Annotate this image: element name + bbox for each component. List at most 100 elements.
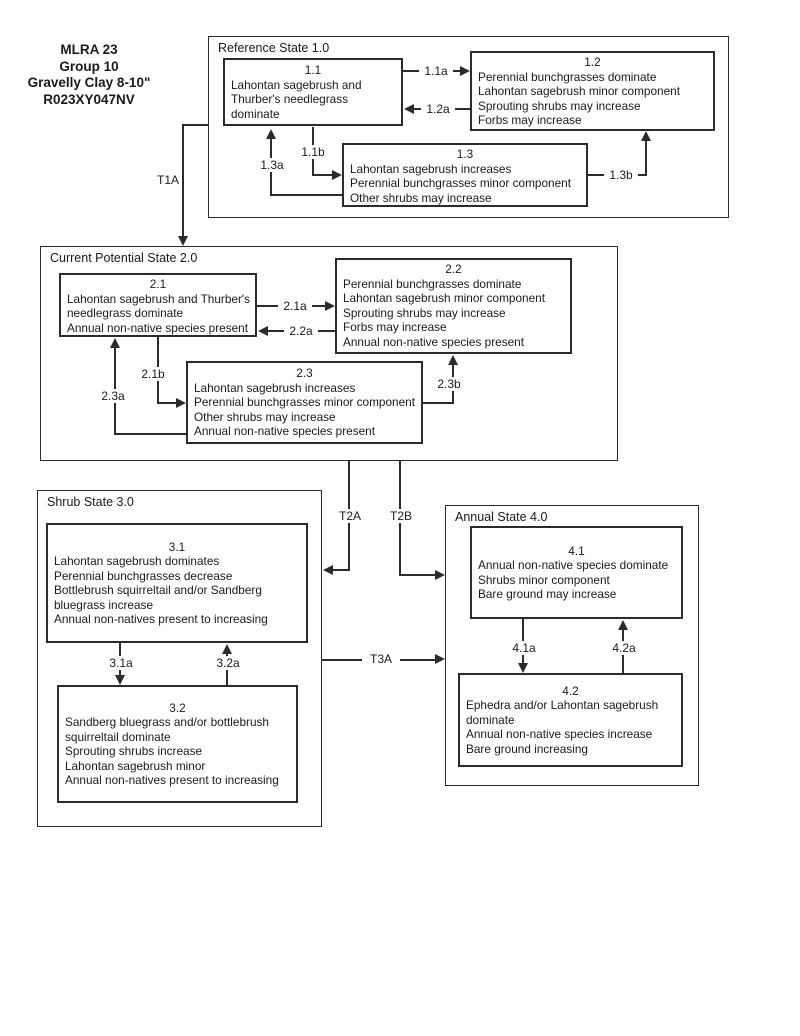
arrowhead-2-3b — [448, 355, 458, 365]
community-line: squirreltail dominate — [65, 729, 171, 744]
pathway-line-2-3a-h — [114, 433, 186, 435]
arrowhead-1-1b — [332, 170, 342, 180]
community-line: Annual non-native species present — [67, 320, 249, 335]
pathway-label-1-1b: 1.1b — [296, 145, 330, 159]
community-line: Lahontan sagebrush minor component — [343, 291, 545, 305]
community-box-4-2: 4.2 Ephedra and/or Lahontan sagebrush do… — [458, 673, 683, 767]
community-id-2-1: 2.1 — [149, 277, 167, 291]
transition-label-t1a: T1A — [156, 173, 179, 187]
community-line: Annual non-native species present — [343, 334, 525, 349]
pathway-label-2-3b: 2.3b — [431, 377, 467, 391]
pathway-line-2-1b-h — [157, 402, 177, 404]
pathway-label-4-2a: 4.2a — [605, 641, 643, 655]
arrowhead-2-1a — [325, 301, 335, 311]
arrowhead-2-3a — [110, 338, 120, 348]
community-line: dominate — [231, 106, 280, 121]
community-line: Annual non-native species dominate — [478, 558, 669, 572]
community-box-2-3: 2.3 Lahontan sagebrush increases Perenni… — [186, 361, 423, 444]
transition-line-t1a-v — [182, 124, 184, 236]
arrowhead-t2b — [435, 570, 445, 580]
pathway-label-1-1a: 1.1a — [419, 64, 453, 78]
transition-label-t2a: T2A — [331, 509, 369, 523]
community-box-1-2: 1.2 Perennial bunchgrasses dominate Laho… — [470, 51, 715, 131]
community-line: Sprouting shrubs may increase — [343, 305, 506, 320]
community-line: Shrubs minor component — [478, 572, 610, 587]
community-line: Bare ground increasing — [466, 741, 588, 756]
community-id-2-2: 2.2 — [445, 262, 462, 276]
diagram-title: MLRA 23 Group 10 Gravelly Clay 8-10" R02… — [14, 42, 164, 108]
title-line-code: R023XY047NV — [43, 91, 135, 107]
pathway-line-1-3b-v — [645, 140, 647, 176]
community-line: Ephedra and/or Lahontan sagebrush — [466, 698, 659, 713]
community-line: Sprouting shrubs increase — [65, 744, 203, 758]
title-line-site: Gravelly Clay 8-10" — [27, 75, 151, 90]
arrowhead-1-3a — [266, 129, 276, 139]
pathway-line-2-3b-h — [423, 402, 454, 404]
community-line: Lahontan sagebrush and — [231, 77, 362, 92]
pathway-line-1-3a-h — [270, 194, 342, 196]
pathway-label-3-1a: 3.1a — [102, 656, 140, 670]
transition-label-t3a: T3A — [362, 652, 400, 666]
pathway-label-2-2a: 2.2a — [284, 324, 318, 338]
pathway-label-1-3b: 1.3b — [604, 168, 638, 182]
community-id-3-1: 3.1 — [168, 539, 186, 554]
pathway-label-1-3a: 1.3a — [255, 158, 289, 172]
community-line: Annual non-native species present — [194, 424, 376, 438]
community-line: Thurber's needlegrass — [231, 92, 349, 106]
community-id-1-1: 1.1 — [304, 63, 322, 77]
pathway-line-1-1b-h — [312, 174, 333, 176]
title-line-mlra: MLRA 23 — [60, 42, 118, 57]
community-box-1-3: 1.3 Lahontan sagebrush increases Perenni… — [342, 143, 588, 207]
pathway-label-2-1a: 2.1a — [278, 299, 312, 313]
community-line: Perennial bunchgrasses dominate — [343, 276, 522, 291]
pathway-label-3-2a: 3.2a — [209, 656, 247, 670]
arrowhead-1-1a — [460, 66, 470, 76]
state-label-annual: Annual State 4.0 — [455, 510, 548, 524]
pathway-label-1-2a: 1.2a — [421, 102, 455, 116]
community-line: Lahontan sagebrush dominates — [54, 554, 220, 568]
community-line: Perennial bunchgrasses minor component — [350, 176, 571, 190]
community-line: Perennial bunchgrasses minor component — [194, 395, 415, 409]
pathway-label-4-1a: 4.1a — [505, 641, 543, 655]
community-line: Sprouting shrubs may increase — [478, 98, 641, 113]
community-line: Perennial bunchgrasses decrease — [54, 568, 233, 583]
community-line: Annual non-natives present to increasing — [65, 773, 279, 787]
pathway-label-2-1b: 2.1b — [136, 367, 170, 381]
arrowhead-2-2a — [258, 326, 268, 336]
community-id-1-3: 1.3 — [456, 147, 474, 161]
arrowhead-3-1a — [115, 675, 125, 685]
community-line: Annual non-natives present to increasing — [54, 612, 268, 626]
transition-label-t2b: T2B — [382, 509, 420, 523]
pathway-label-2-3a: 2.3a — [95, 389, 131, 403]
community-line: Other shrubs may increase — [194, 409, 336, 424]
community-line: Lahontan sagebrush increases — [350, 161, 512, 176]
community-line: Lahontan sagebrush minor component — [478, 84, 680, 98]
community-line: Annual non-native species increase — [466, 727, 653, 742]
community-box-2-1: 2.1 Lahontan sagebrush and Thurber's nee… — [59, 273, 257, 337]
community-box-3-2: 3.2 Sandberg bluegrass and/or bottlebrus… — [57, 685, 298, 803]
arrowhead-t3a — [435, 654, 445, 664]
transition-line-t2b-h — [400, 574, 436, 576]
community-line: Lahontan sagebrush and Thurber's — [67, 291, 251, 306]
arrowhead-4-2a — [618, 620, 628, 630]
community-line: Perennial bunchgrasses dominate — [478, 69, 657, 84]
arrowhead-2-1b — [176, 398, 186, 408]
community-line: needlegrass dominate — [67, 306, 184, 320]
community-id-1-2: 1.2 — [584, 55, 601, 69]
transition-line-t1a-h — [183, 124, 209, 126]
arrowhead-1-3b — [641, 131, 651, 141]
community-box-1-1: 1.1 Lahontan sagebrush and Thurber's nee… — [223, 58, 403, 126]
community-line: Lahontan sagebrush increases — [194, 380, 356, 395]
arrowhead-4-1a — [518, 663, 528, 673]
community-line: Bottlebrush squirreltail and/or Sandberg — [54, 583, 262, 597]
community-line: Other shrubs may increase — [350, 190, 492, 205]
community-id-3-2: 3.2 — [169, 700, 186, 715]
state-label-reference: Reference State 1.0 — [218, 41, 330, 55]
arrowhead-t2a — [323, 565, 333, 575]
community-id-2-3: 2.3 — [296, 366, 313, 380]
state-box-shrub: Shrub State 3.0 — [37, 490, 322, 827]
state-box-current-potential: Current Potential State 2.0 — [40, 246, 618, 461]
arrowhead-3-2a — [222, 644, 232, 654]
community-line: Forbs may increase — [343, 320, 447, 334]
